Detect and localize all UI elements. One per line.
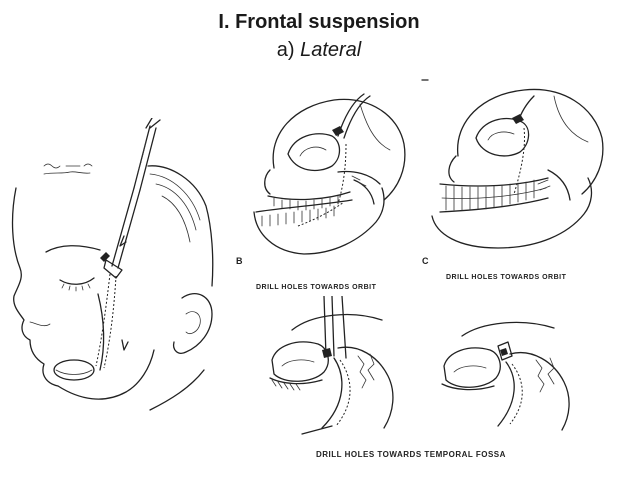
slide-subtitle: a) Lateral (0, 38, 638, 62)
subtitle-prefix: a) (276, 39, 301, 61)
panel-c-letter: C (422, 256, 429, 266)
subtitle-italic: Lateral (300, 39, 362, 61)
face-profile-illustration (11, 118, 214, 411)
slide-title: I. Frontal suspension (218, 11, 420, 33)
panel-b-caption: DRILL HOLES TOWARDS ORBIT (256, 284, 377, 291)
skull-panel-b-illustration (253, 93, 406, 255)
skull-panel-c-illustration (421, 79, 604, 249)
bottom-caption: DRILL HOLES TOWARDS TEMPORAL FOSSA (316, 450, 506, 459)
temporal-detail-left-illustration (269, 296, 394, 435)
panel-c-caption: DRILL HOLES TOWARDS ORBIT (446, 274, 567, 281)
panel-b-letter: B (236, 256, 243, 266)
temporal-detail-right-illustration (441, 321, 570, 431)
